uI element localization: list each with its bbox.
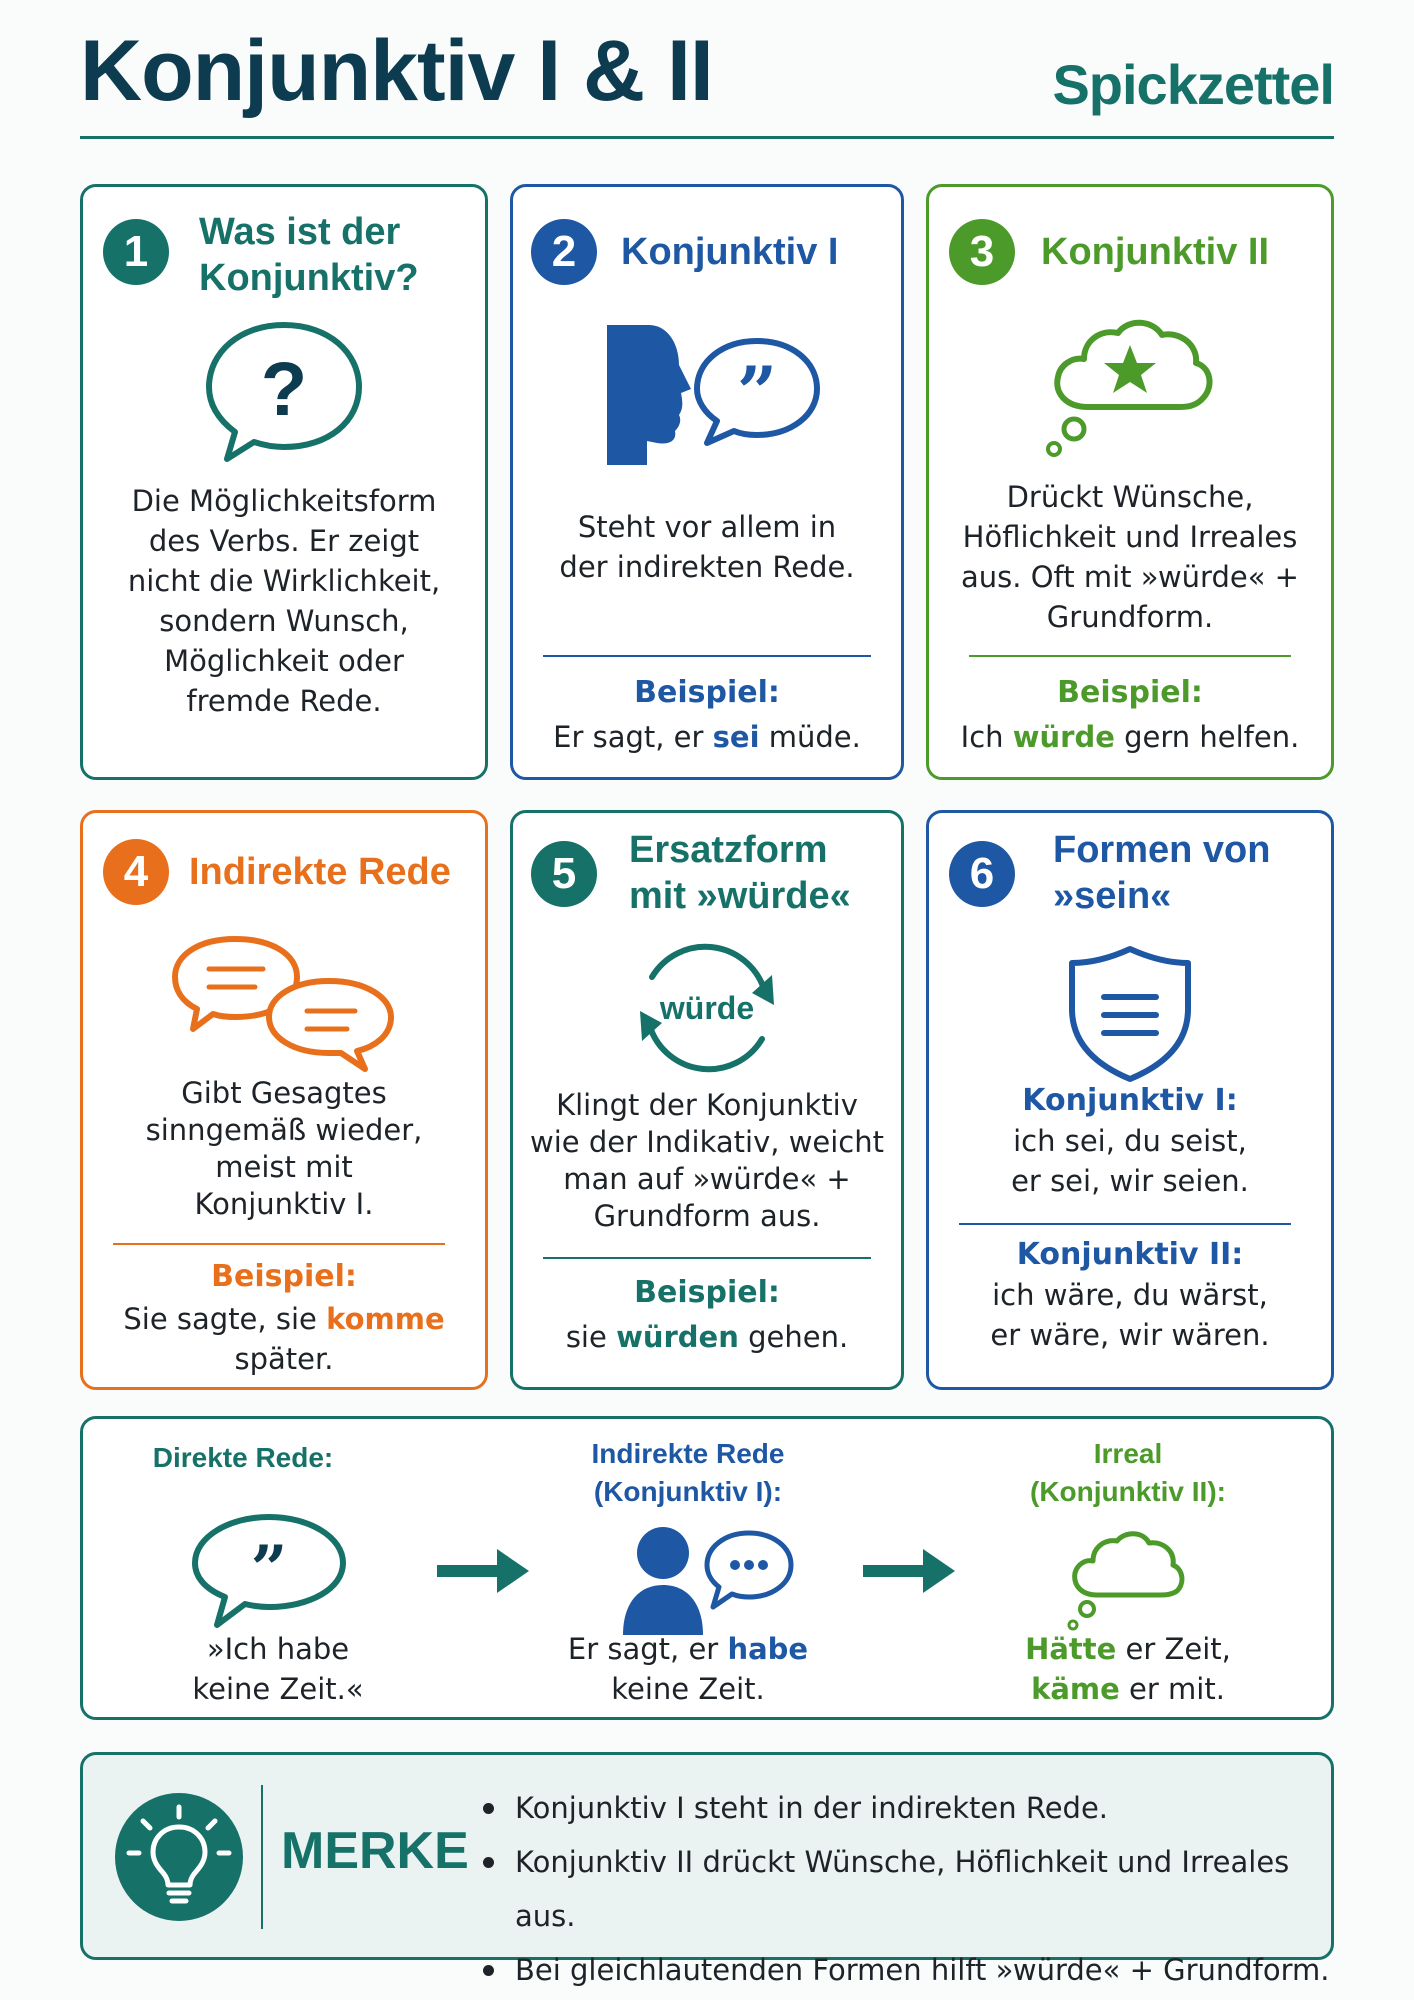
speaking-head-quote-icon: ” [607,325,820,465]
example-sentence: Ich würde gern helfen. [939,717,1321,757]
irreal-highlight: käme [1031,1672,1120,1706]
irreal-highlight: Hätte [1025,1632,1117,1666]
card-title: Was ist der Konjunktiv? [199,211,419,299]
thought-cloud-icon [1067,1531,1185,1631]
card-ersatzform: 5 Ersatzform mit »würde« würde Klingt de… [510,810,904,1390]
card-title: Ersatzform mit »würde« [629,829,851,917]
card-description: Drückt Wünsche, Höflichkeit und Irreales… [961,480,1299,634]
direct-speech-line2: keine Zeit.« [192,1672,364,1706]
card-number-3: 3 [949,219,1015,285]
indirect-speech-line1: Er sagt, er habe [523,1629,853,1669]
irreal-line2: käme er mit. [973,1669,1283,1709]
card-indirekte-rede: 4 Indirekte Rede Gibt Gesagtes sinngemäß… [80,810,488,1390]
question-bubble-icon: ? [206,322,362,462]
example-label: Beispiel: [211,1259,357,1294]
example-text: Sie sagte, sie [123,1302,327,1336]
card-title: Indirekte Rede [189,851,451,893]
irreal-text: er Zeit, [1116,1632,1231,1666]
merke-box: MERKE Konjunktiv I steht in der indirekt… [80,1752,1334,1987]
irreal-line1: Hätte er Zeit, [973,1629,1283,1669]
card-konjunktiv-2: 3 Konjunktiv II Drückt Wünsche, Höflichk… [926,184,1334,780]
example-sentence: Sie sagte, sie komme [93,1299,475,1339]
person-chat-icon [623,1527,794,1635]
example-highlight: würde [1012,720,1115,754]
card-number-5: 5 [531,841,597,907]
irreal-text: er mit. [1119,1672,1225,1706]
example-highlight: würden [616,1320,739,1354]
merke-item: Konjunktiv I steht in der indirekten Red… [483,1781,1331,1835]
example-sentence: Er sagt, er sei müde. [523,717,891,757]
k2-label: Konjunktiv II: [1016,1237,1244,1272]
k2-forms-line1: ich wäre, du wärst, [992,1278,1268,1312]
example-divider [969,655,1291,657]
example-text: gehen. [738,1320,849,1354]
shield-lines-icon [1069,946,1191,1082]
indirect-speech-line2: keine Zeit. [611,1672,765,1706]
k1-forms-line2: er sei, wir seien. [1011,1164,1249,1198]
card-was-ist-konjunktiv: 1 Was ist der Konjunktiv? ? Die Möglichk… [80,184,488,780]
example-label: Beispiel: [634,675,780,710]
k1-forms-line1: ich sei, du seist, [1013,1124,1247,1158]
indirect-speech-label: Indirekte Rede (Konjunktiv I): [591,1438,785,1507]
card-description: Gibt Gesagtes sinngemäß wieder, meist mi… [145,1076,423,1221]
page-title: Konjunktiv I & II [80,23,714,119]
merke-item: Bei gleichlautenden Formen hilft »würde«… [483,1943,1331,1997]
card-number-4: 4 [103,839,169,905]
svg-text:?: ? [261,347,307,432]
cycle-arrows-icon: würde [640,943,774,1073]
indirect-text: Er sagt, er [567,1632,728,1666]
card-description: Klingt der Konjunktiv wie der Indikativ,… [529,1088,885,1233]
indirect-highlight: habe [727,1632,809,1666]
example-text: müde. [759,720,861,754]
example-label: Beispiel: [1057,675,1203,710]
merke-title: MERKE [281,1822,469,1880]
forms-divider [959,1223,1291,1225]
direct-speech-label: Direkte Rede: [152,1442,334,1473]
card-title: Formen von »sein« [1053,829,1271,917]
example-highlight: komme [326,1302,445,1336]
example-text: gern helfen. [1114,720,1300,754]
thought-cloud-star-icon [1046,319,1213,457]
arrow-right-icon [863,1549,955,1593]
irreal-label: Irreal (Konjunktiv II): [1030,1438,1226,1507]
example-text: sie [565,1320,617,1354]
card-konjunktiv-1: 2 Konjunktiv I ” Steht vor allem in der … [510,184,904,780]
page-subtitle: Spickzettel [1052,53,1335,116]
transformation-example-box: Direkte Rede: ” »Ich habe keine Zeit.« I… [80,1416,1334,1720]
card-title: Konjunktiv I [621,231,839,273]
example-divider [543,655,871,657]
k2-forms-line2: er wäre, wir wären. [990,1318,1270,1352]
direct-speech-line1: »Ich habe [206,1632,350,1666]
svg-text:”: ” [251,1532,288,1607]
quote-bubble-icon: ” [192,1514,346,1628]
merke-divider [261,1785,263,1929]
svg-text:”: ” [737,351,777,434]
merke-item: Konjunktiv II drückt Wünsche, Höflichkei… [483,1835,1331,1943]
title-divider [80,136,1334,139]
card-number-2: 2 [531,219,597,285]
merke-list: Konjunktiv I steht in der indirekten Red… [483,1781,1331,1997]
example-highlight: sei [712,720,760,754]
card-formen-sein: 6 Formen von »sein« Konjunktiv I: ich se… [926,810,1334,1390]
lightbulb-icon [115,1793,243,1921]
example-label: Beispiel: [634,1275,780,1310]
two-speech-bubbles-icon [172,936,394,1072]
card-number-1: 1 [103,219,169,285]
cycle-icon-label: würde [659,990,754,1026]
card-number-6: 6 [949,841,1015,907]
card-description: Die Möglichkeitsform des Verbs. Er zeigt… [127,484,441,718]
example-text: Er sagt, er [553,720,713,754]
card-title: Konjunktiv II [1041,231,1269,273]
example-text: Ich [960,720,1013,754]
example-divider [543,1257,871,1259]
card-description: Steht vor allem in der indirekten Rede. [559,510,855,584]
example-sentence: sie würden gehen. [523,1317,891,1357]
example-sentence-line2: später. [234,1342,334,1376]
k1-label: Konjunktiv I: [1022,1083,1238,1118]
arrow-right-icon [437,1549,529,1593]
example-divider [113,1243,445,1245]
